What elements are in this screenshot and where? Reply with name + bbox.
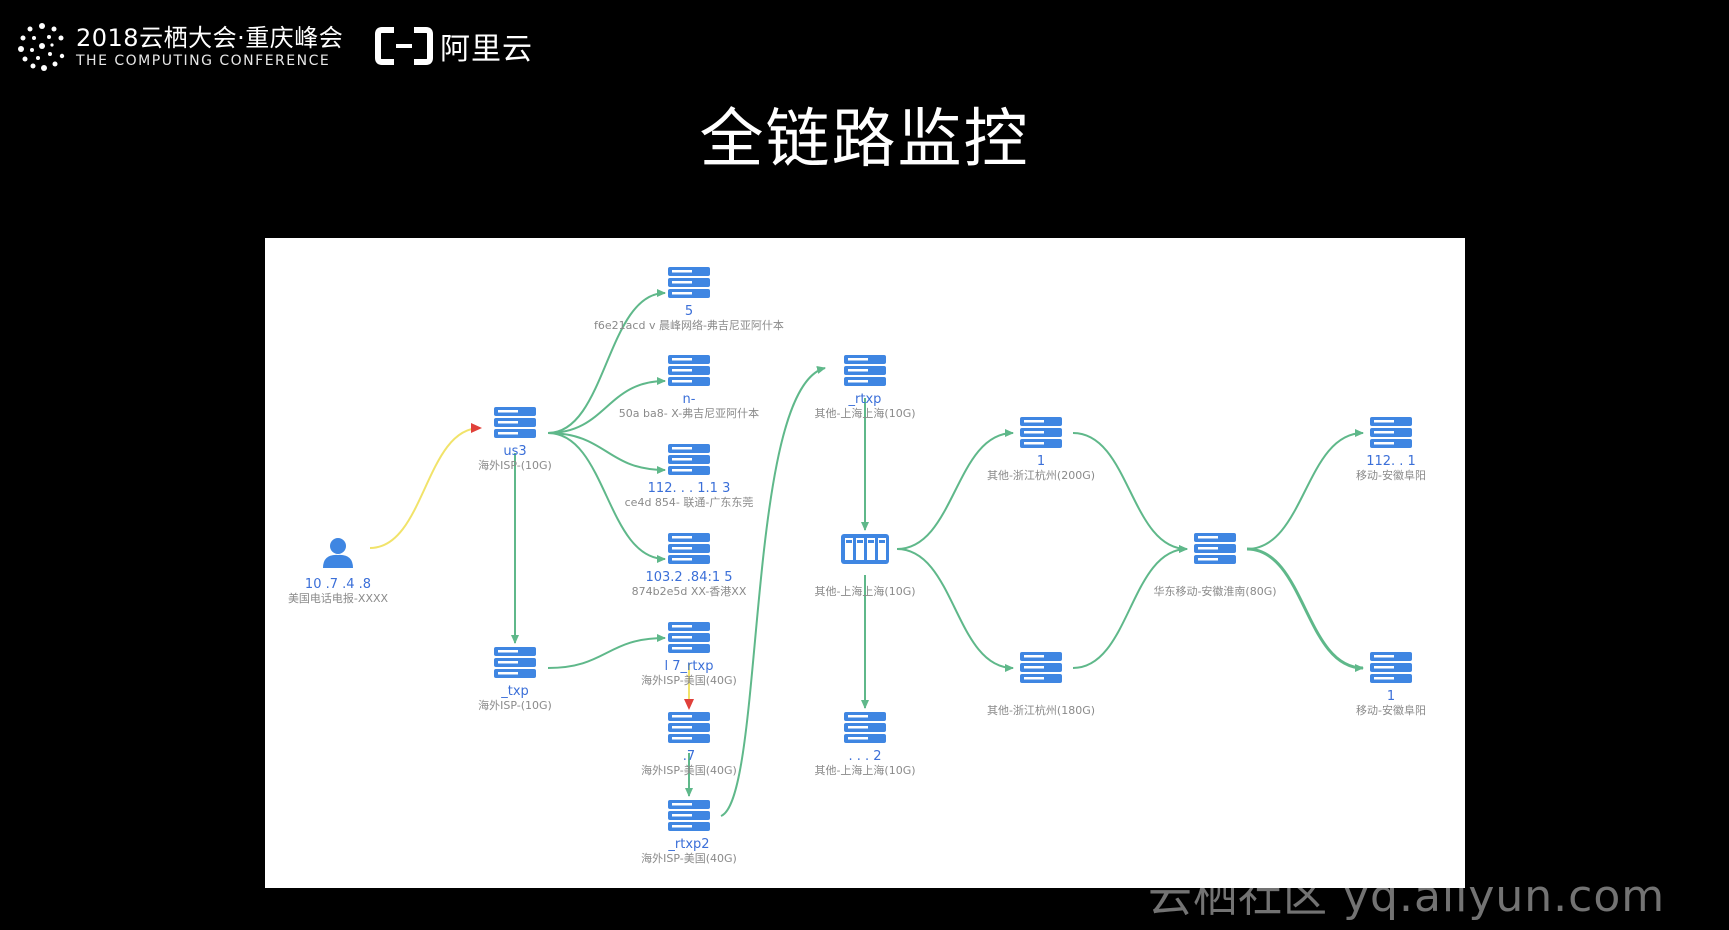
node-label: 1 xyxy=(1037,454,1045,469)
node-sublabel: 874b2e5d XX-香港XX xyxy=(632,585,747,598)
node-label: _txp xyxy=(500,684,529,699)
edge-hub-hz2 xyxy=(896,548,1014,672)
edge-hn-fy1 xyxy=(1246,429,1364,550)
node-label: 5 xyxy=(685,304,693,319)
node-sublabel: 海外ISP-美国(40G) xyxy=(641,763,737,777)
node-sublabel: 其他-上海上海(10G) xyxy=(814,584,915,598)
watermark: 云栖社区 yq.aliyun.com xyxy=(1148,871,1666,922)
node-sublabel: 移动-安徽阜阳 xyxy=(1356,468,1426,482)
slide-header: 2018云栖大会·重庆峰会 THE COMPUTING CONFERENCE 阿… xyxy=(0,0,1729,95)
node-label: 103.2 .84:1 5 xyxy=(645,570,732,585)
node-label: .7 xyxy=(683,749,695,764)
edges xyxy=(369,289,1364,817)
aliyun-bracket-icon xyxy=(375,27,433,65)
node-sublabel: 海外ISP-美国(40G) xyxy=(641,673,737,687)
node-sublabel: 海外ISP-(10G) xyxy=(478,458,552,472)
node-label: l 7_rtxp xyxy=(665,659,714,674)
conference-text: 2018云栖大会·重庆峰会 THE COMPUTING CONFERENCE xyxy=(76,24,343,70)
node-sublabel: 移动-安徽阜阳 xyxy=(1356,703,1426,717)
conference-subtitle: THE COMPUTING CONFERENCE xyxy=(76,53,331,69)
brand-text: 阿里云 xyxy=(440,32,533,67)
node-label: us3 xyxy=(503,444,526,459)
edge-txp-rtxp xyxy=(547,634,666,669)
edge-hz2-hn xyxy=(1072,545,1188,669)
edge-hz1-hn xyxy=(1072,432,1188,553)
node-label: 112. . . 1.1 3 xyxy=(648,481,731,496)
node-hz1[interactable]: 1其他-浙江杭州(200G) xyxy=(987,417,1095,482)
aliyun-logo: 阿里云 xyxy=(374,26,533,67)
node-sublabel: 其他-浙江杭州(200G) xyxy=(987,468,1095,482)
node-sublabel: ce4d 854- 联通-广东东莞 xyxy=(625,496,754,509)
edge-us3-n_r4 xyxy=(547,432,666,563)
node-sublabel: f6e21acd v 晨峰网络-弗吉尼亚阿什本 xyxy=(594,318,784,332)
node-sublabel: 华东移动-安徽淮南(80G) xyxy=(1153,584,1276,598)
node-sh_low[interactable]: . . . 2其他-上海上海(10G) xyxy=(814,712,916,777)
node-label: _rtxp xyxy=(848,392,882,407)
edge-hub-hz1 xyxy=(896,429,1014,550)
node-fy2[interactable]: 1移动-安徽阜阳 xyxy=(1356,652,1426,717)
edge-us3-n_r1 xyxy=(547,289,666,434)
node-sublabel: 其他-上海上海(10G) xyxy=(814,406,915,420)
edge-us3-n_r3 xyxy=(547,432,666,474)
node-label: . . . 2 xyxy=(848,749,881,764)
node-label: 112. . 1 xyxy=(1366,454,1416,469)
node-hn[interactable]: 华东移动-安徽淮南(80G) xyxy=(1153,533,1277,598)
node-label: 10 .7 .4 .8 xyxy=(305,577,371,592)
node-sublabel: 海外ISP-美国(40G) xyxy=(641,851,737,865)
conference-title: 2018云栖大会·重庆峰会 xyxy=(76,24,344,52)
node-sublabel: 美国电话电报-XXXX xyxy=(288,591,389,605)
edge-user-us3 xyxy=(369,423,482,549)
node-label: n- xyxy=(683,392,696,407)
node-n_r2[interactable]: n-50a ba8- X-弗吉尼亚阿什本 xyxy=(619,355,759,420)
node-sublabel: 50a ba8- X-弗吉尼亚阿什本 xyxy=(619,406,759,420)
node-sublabel: 其他-上海上海(10G) xyxy=(814,763,915,777)
node-label: _rtxp2 xyxy=(667,837,709,852)
node-sublabel: 海外ISP-(10G) xyxy=(478,698,552,712)
node-sh_hub[interactable]: 其他-上海上海(10G) xyxy=(814,534,916,598)
node-hz2[interactable]: 其他-浙江杭州(180G) xyxy=(987,652,1095,717)
node-sublabel: 其他-浙江杭州(180G) xyxy=(987,703,1095,717)
edge-hn-fy2 xyxy=(1246,547,1364,672)
node-label: 1 xyxy=(1387,689,1395,704)
computing-conference-logo xyxy=(18,23,65,71)
edge-rtxp2-shrtxp xyxy=(720,366,826,817)
node-fy1[interactable]: 112. . 1移动-安徽阜阳 xyxy=(1356,417,1426,482)
slide-title: 全链路监控 xyxy=(699,103,1030,177)
edge-us3-n_r2 xyxy=(547,377,666,434)
